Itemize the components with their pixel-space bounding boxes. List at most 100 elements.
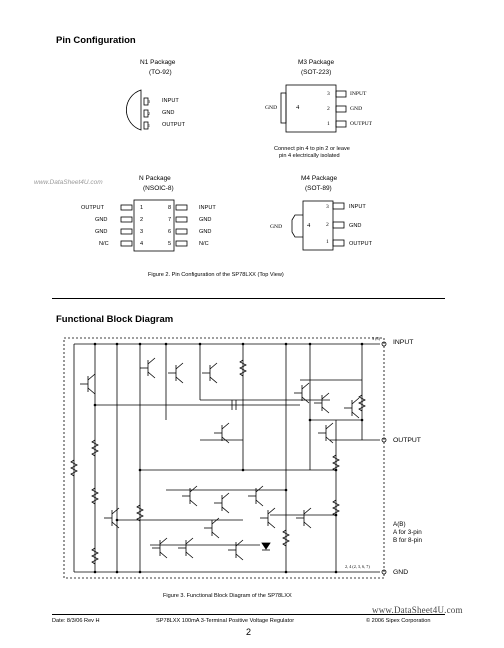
n1-pin-num-3: 3 — [148, 99, 150, 104]
n-num-3: 3 — [140, 229, 144, 235]
input-pin-node — [381, 341, 387, 347]
nsoic8-pin-1 — [120, 204, 133, 211]
n-right-pin-7: GND — [199, 217, 212, 223]
m3-num-2: 2 — [327, 106, 330, 112]
resistor-4 — [70, 459, 78, 477]
nsoic8-pin-4 — [120, 240, 133, 247]
n-num-5: 5 — [168, 241, 172, 247]
n-left-pin-3: GND — [95, 229, 108, 235]
n-right-pin-6: GND — [199, 229, 212, 235]
resistor-8 — [332, 499, 340, 517]
resistor-10 — [239, 359, 247, 377]
resistor-2 — [91, 487, 99, 505]
n1-pin-num-1: 1 — [148, 123, 150, 128]
m4-subtitle: (SOT-89) — [305, 185, 332, 192]
m4-num-2: 2 — [326, 222, 329, 228]
n1-pin-output: OUTPUT — [162, 122, 185, 128]
ab-line-1: A(B) — [393, 521, 406, 528]
figure-3-caption: Figure 3. Functional Block Diagram of th… — [163, 593, 292, 599]
m3-num-1: 1 — [327, 121, 330, 127]
output-pin-node — [381, 437, 387, 443]
block-output-label: OUTPUT — [393, 437, 421, 444]
to92-pin-2 — [143, 109, 149, 118]
m3-pin-input: INPUT — [350, 91, 367, 97]
n1-title: N1 Package — [140, 59, 176, 66]
resistor-5 — [136, 504, 144, 522]
block-gnd-label: GND — [393, 569, 409, 576]
sot89-tab — [291, 214, 303, 238]
page-number: 2 — [246, 627, 252, 637]
resistor-6 — [282, 529, 290, 547]
resistor-3 — [91, 547, 99, 565]
n-title: N Package — [139, 175, 171, 182]
nsoic8-pin-6 — [175, 228, 188, 235]
nsoic8-pin-8 — [175, 204, 188, 211]
m3-pin-gnd: GND — [350, 106, 363, 112]
section-divider — [52, 298, 445, 299]
nsoic8-body — [133, 199, 175, 252]
zener-diode — [261, 542, 271, 550]
watermark-right: www.DataSheet4U.com — [372, 605, 463, 615]
watermark-left: www.DataSheet4U.com — [34, 179, 103, 186]
n-left-pin-4: N/C — [99, 241, 109, 247]
m4-num-1: 1 — [326, 239, 329, 245]
gnd-pin-node — [381, 569, 387, 575]
sot89-body — [302, 200, 334, 251]
n-left-pin-2: GND — [95, 217, 108, 223]
m3-tab-label: GND — [265, 105, 278, 111]
block-diagram-border — [63, 337, 385, 579]
pin-config-heading: Pin Configuration — [56, 35, 136, 46]
n1-pin-gnd: GND — [162, 110, 175, 116]
m3-subtitle: (SOT-223) — [301, 69, 332, 76]
m3-tab-num: 4 — [296, 104, 300, 111]
n-num-1: 1 — [140, 205, 144, 211]
n-right-pin-8: INPUT — [199, 205, 216, 211]
n-num-2: 2 — [140, 217, 144, 223]
resistor-9 — [358, 394, 366, 412]
n-num-6: 6 — [168, 229, 172, 235]
m4-pin-gnd: GND — [349, 223, 362, 229]
sot223-body — [285, 84, 337, 133]
n-num-7: 7 — [168, 217, 172, 223]
block-input-label: INPUT — [393, 339, 414, 346]
m3-num-3: 3 — [327, 91, 330, 97]
nsoic8-pin-3 — [120, 228, 133, 235]
m4-title: M4 Package — [301, 175, 338, 182]
n1-subtitle: (TO-92) — [149, 69, 172, 76]
nsoic8-pin-7 — [175, 216, 188, 223]
m3-note-2: pin 4 electrically isolated — [279, 153, 340, 159]
m4-tab-num: 4 — [307, 222, 311, 229]
n1-pin-input: INPUT — [162, 98, 179, 104]
footer-title: SP78LXX 100mA 3-Terminal Positive Voltag… — [156, 618, 295, 624]
m3-title: M3 Package — [298, 59, 335, 66]
m4-tab-label: GND — [270, 224, 283, 230]
to92-body-outline — [126, 89, 142, 131]
ab-line-3: B for 8-pin — [393, 537, 423, 544]
ab-line-2: A for 3-pin — [393, 529, 422, 536]
sot223-pin-2 — [335, 105, 347, 113]
m4-pin-input: INPUT — [349, 204, 366, 210]
sot89-pin-2 — [332, 221, 345, 229]
capacitor — [231, 400, 237, 410]
n-left-pin-1: OUTPUT — [81, 205, 104, 211]
nsoic8-pin-5 — [175, 240, 188, 247]
resistor-1 — [91, 439, 99, 457]
junction-dots — [93, 342, 364, 574]
resistor-7 — [332, 454, 340, 472]
sot89-pin-1 — [332, 239, 345, 247]
m3-pin-output: OUTPUT — [350, 121, 373, 127]
footer-copyright: © 2006 Sipex Corporation — [366, 618, 431, 624]
to92-pin-3 — [143, 97, 149, 106]
sot223-tab — [280, 92, 287, 124]
m4-pin-output: OUTPUT — [349, 241, 372, 247]
n-num-8: 8 — [168, 205, 172, 211]
nsoic8-pin-2 — [120, 216, 133, 223]
m4-num-3: 3 — [326, 204, 329, 210]
n-right-pin-5: N/C — [199, 241, 209, 247]
m3-note-1: Connect pin 4 to pin 2 or leave — [274, 146, 350, 152]
n-subtitle: (NSOIC-8) — [143, 185, 174, 192]
footer-rule — [52, 614, 445, 615]
pin-gnd-label: 2, 4 (2, 3, 6, 7) — [345, 564, 370, 569]
sot89-pin-3 — [332, 202, 345, 210]
